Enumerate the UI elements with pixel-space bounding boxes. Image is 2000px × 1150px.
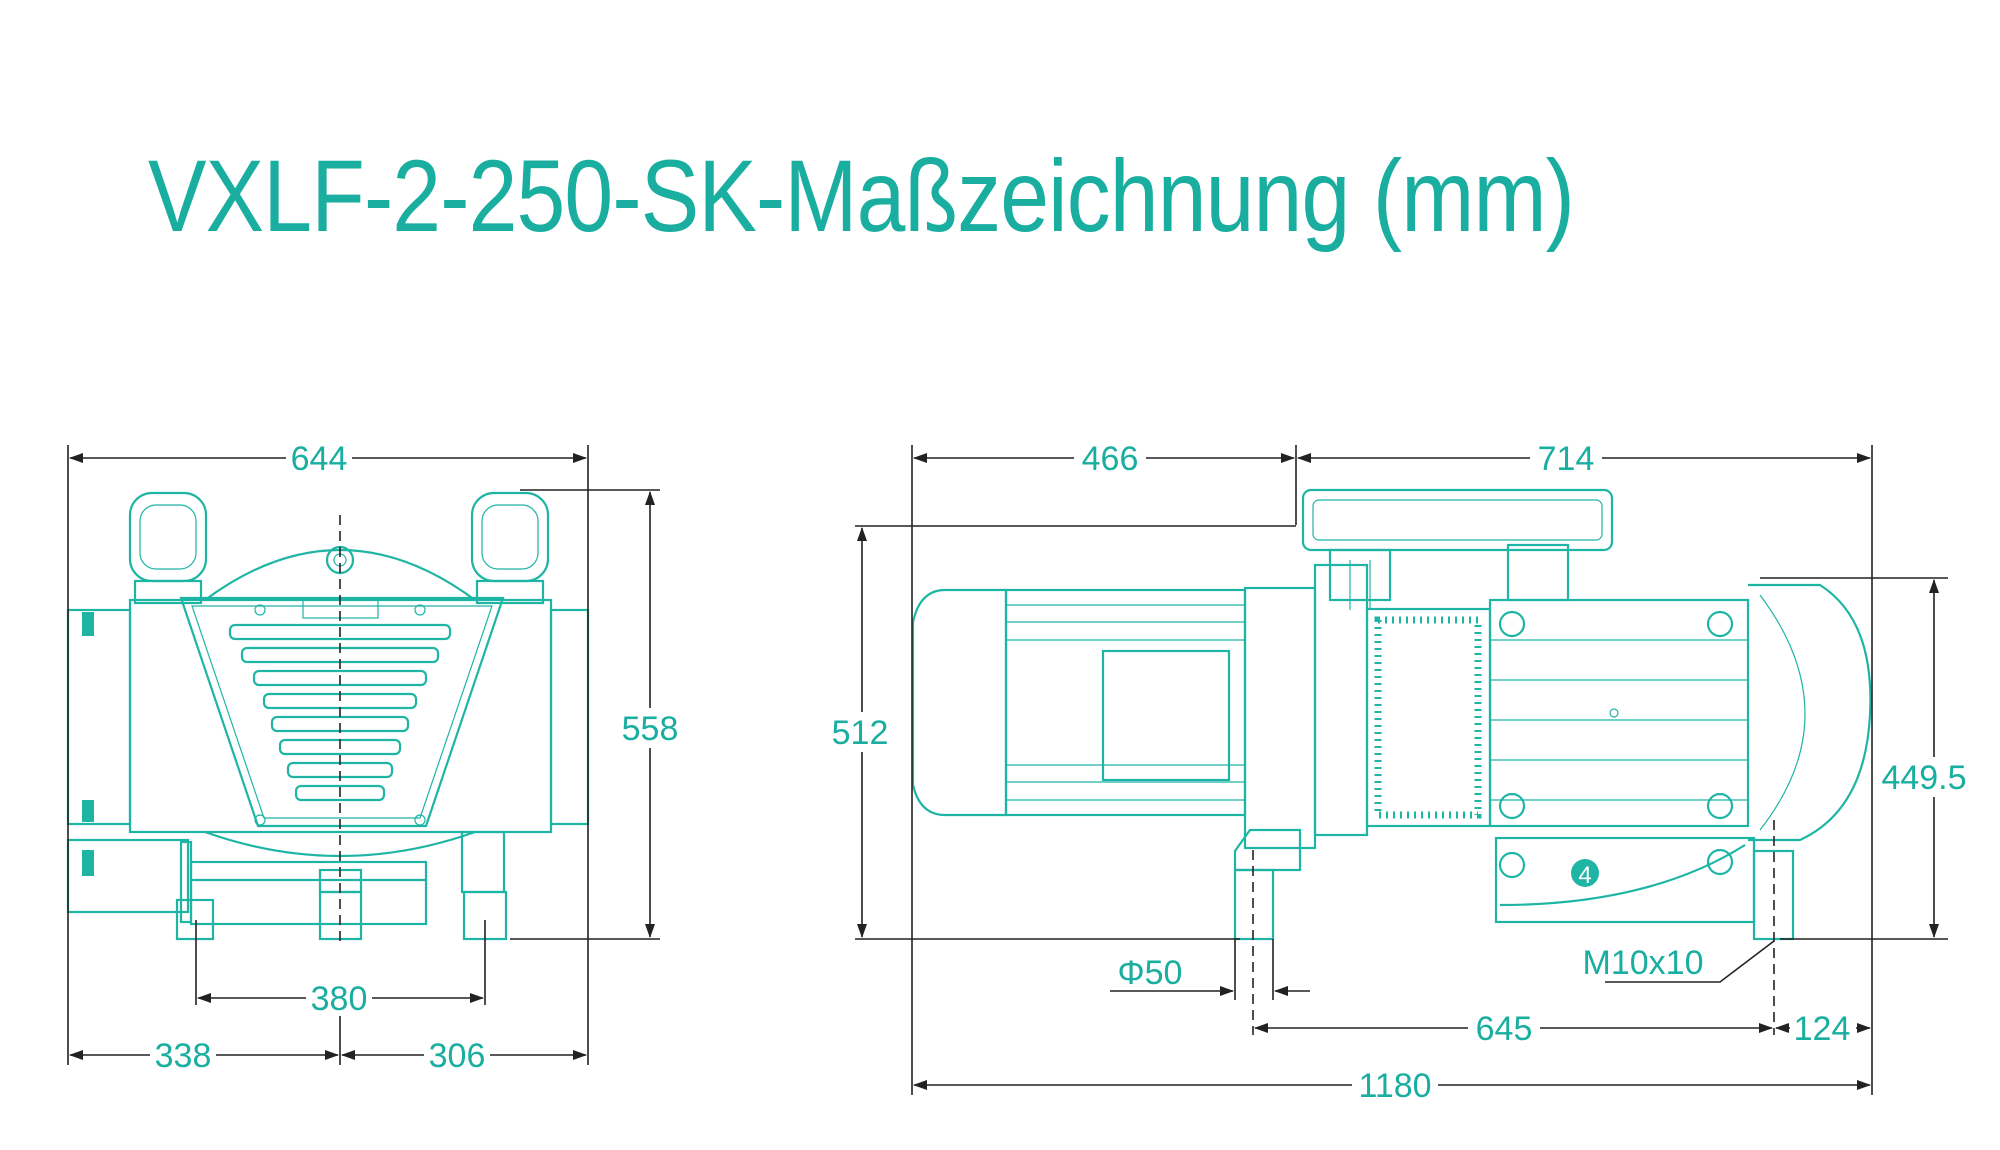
dim-466: 466 [1082,440,1139,478]
side-view-labels: 466 714 512 449.5 Φ50 M10x10 645 124 118… [826,438,1970,1105]
front-view-pump [66,491,590,941]
dim-338: 338 [155,1037,212,1075]
side-view-pump: 4 [911,488,1872,941]
thread-m10x10: M10x10 [1583,944,1704,982]
dim-558: 558 [622,710,679,748]
dim-449-5: 449.5 [1881,759,1966,797]
dim-644: 644 [291,440,348,478]
part-number-4: 4 [1578,862,1591,889]
dim-380: 380 [311,980,368,1018]
dim-645: 645 [1476,1010,1533,1048]
front-view-labels: 644 558 380 338 306 [150,438,686,1075]
side-view-dimensions [855,445,1948,1095]
dim-714: 714 [1538,440,1595,478]
dim-phi-50: Φ50 [1118,954,1183,992]
dim-306: 306 [429,1037,486,1075]
drawing-title: VXLF-2-250-SK-Maßzeichnung (mm) [148,139,1575,253]
dim-1180: 1180 [1358,1067,1431,1105]
dim-124: 124 [1794,1010,1851,1048]
dim-512: 512 [832,714,889,752]
